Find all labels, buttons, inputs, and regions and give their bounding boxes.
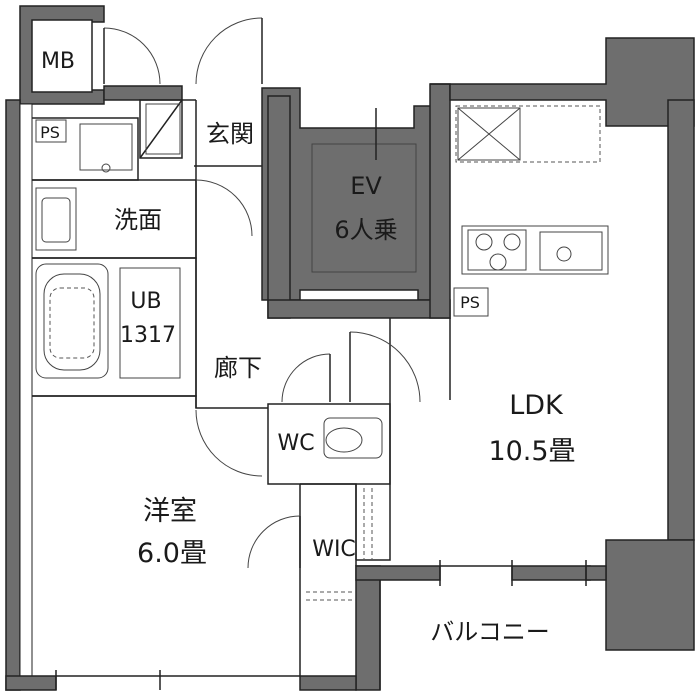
label-entrance: 玄関 (206, 120, 254, 148)
label-balcony: バルコニー (430, 618, 550, 646)
door-swings (55, 17, 587, 690)
label-ldk-size: 10.5畳 (488, 436, 575, 467)
label-wc: WC (277, 431, 314, 456)
label-ub-size: 1317 (120, 323, 176, 348)
label-western-room-size: 6.0畳 (137, 538, 207, 569)
label-ps-kitchen: PS (460, 293, 480, 312)
fixtures (35, 103, 609, 601)
exterior-walls (5, 5, 695, 691)
label-ldk: LDK (509, 390, 564, 421)
label-ev-capacity: 6人乗 (334, 216, 397, 244)
label-ub: UB (130, 289, 161, 314)
label-wic: WIC (312, 537, 356, 562)
label-mb: MB (41, 49, 75, 74)
label-ev: EV (350, 172, 382, 200)
label-washroom: 洗面 (114, 206, 162, 234)
label-ps-top: PS (40, 123, 60, 142)
room-labels: MB PS 玄関 EV 6人乗 洗面 UB 1317 PS 廊下 LDK 10.… (40, 49, 575, 646)
label-western-room: 洋室 (143, 496, 197, 527)
interior-partitions (32, 99, 512, 690)
label-hallway: 廊下 (214, 354, 262, 382)
